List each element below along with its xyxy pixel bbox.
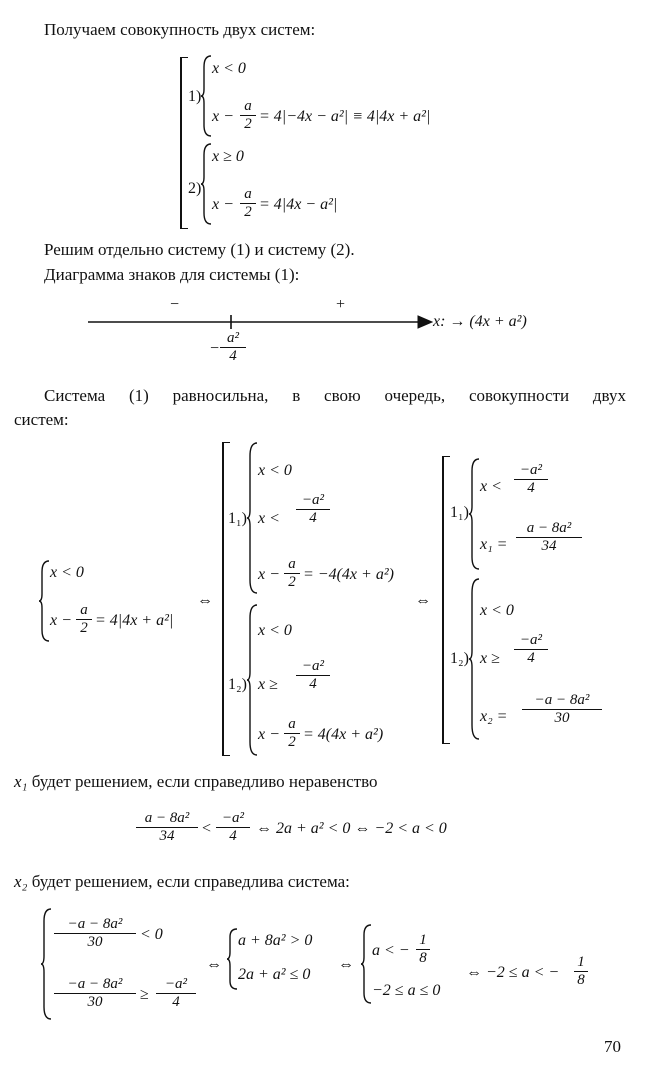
mid-row-4: x < 0 <box>258 622 292 639</box>
mid-label-2: 1₂) <box>228 676 247 693</box>
right-label-2: 1₂) <box>450 650 469 667</box>
right-brace-2 <box>468 578 480 740</box>
system-2-row-2b: = 4|4x − a²| <box>259 196 338 213</box>
iff-arrow-2: ⇔ <box>415 592 431 609</box>
x1-label: x₁ <box>14 772 28 791</box>
mid-row-6b: = 4(4x + a²) <box>303 726 384 743</box>
mid-label-1: 1₁) <box>228 510 247 527</box>
left-system-brace <box>38 560 50 642</box>
right-set-bracket <box>442 456 450 744</box>
number-axis <box>88 315 433 329</box>
sys2-c-row-1: a < − <box>372 942 410 959</box>
mid-brace-1 <box>246 442 258 594</box>
system-1-row-2b: = 4|−4x − a²| ≡ 4|4x + a²| <box>259 108 431 125</box>
sys2-b-row-2: 2a + a² ≤ 0 <box>238 966 311 983</box>
mid-brace-2 <box>246 604 258 756</box>
sys2-iff-2: ⇔ <box>338 956 354 973</box>
point-negative-sign: − <box>210 340 220 357</box>
x1-condition-text: x₁ будет решением, если справедливо нера… <box>14 772 378 792</box>
sys2-final: ⇔ −2 ≤ a < − <box>466 964 560 981</box>
system-equivalence-text-1: Система (1) равносильна, в свою очередь,… <box>44 386 626 405</box>
system-2-label: 2) <box>188 180 202 197</box>
sys2-r1-rest: < 0 <box>140 926 163 943</box>
system-2-brace <box>200 143 212 225</box>
sys2-brace-a <box>40 908 52 1020</box>
sys2-iff-1: ⇔ <box>206 956 222 973</box>
middle-set-bracket <box>222 442 230 756</box>
x2-condition: будет решением, если справедлива система… <box>27 872 350 891</box>
sys2-r2-ge: ≥ <box>140 986 149 1003</box>
sys2-c-row-2: −2 ≤ a ≤ 0 <box>372 982 441 999</box>
system-1-row-1: x < 0 <box>212 60 246 77</box>
right-row-5: x₂ = <box>480 708 508 725</box>
mid-row-6a: x − <box>258 726 280 743</box>
iff-arrow-1: ⇔ <box>197 592 213 609</box>
mid-row-2: x < <box>258 510 280 527</box>
system-1-row-2a: x − <box>212 108 234 125</box>
plus-sign: + <box>336 296 346 313</box>
page-number: 70 <box>604 1037 621 1056</box>
mid-row-5: x ≥ <box>258 676 278 693</box>
left-row-2b: = 4|4x + a²| <box>95 612 174 629</box>
x2-condition-text: x₂ будет решением, если справедлива сист… <box>14 872 350 892</box>
ineq1-rest: ⇔ 2a + a² < 0 ⇔ −2 < a < 0 <box>256 820 447 837</box>
minus-sign: − <box>170 296 180 313</box>
ineq1-lt: < <box>202 820 212 837</box>
system-1-brace <box>200 55 212 137</box>
right-row-1: x < <box>480 478 502 495</box>
right-row-2: x₁ = <box>480 536 508 553</box>
intro-text: Получаем совокупность двух систем: <box>44 20 316 39</box>
mid-row-3b: = −4(4x + a²) <box>303 566 394 583</box>
solve-text: Решим отдельно систему (1) и систему (2)… <box>44 240 355 259</box>
mid-row-3a: x − <box>258 566 280 583</box>
mid-row-1: x < 0 <box>258 462 292 479</box>
right-brace-1 <box>468 458 480 570</box>
system-1-label: 1) <box>188 88 202 105</box>
system-equivalence-text-2: систем: <box>14 410 69 429</box>
axis-label: x: → (4x + a²) <box>433 313 527 330</box>
x2-label: x₂ <box>14 872 28 891</box>
x1-condition: будет решением, если справедливо неравен… <box>27 772 378 791</box>
set-bracket <box>180 57 188 229</box>
diagram-caption: Диаграмма знаков для системы (1): <box>44 265 300 284</box>
system-2-row-2a: x − <box>212 196 234 213</box>
sys2-brace-c <box>360 924 372 1004</box>
right-row-3: x < 0 <box>480 602 514 619</box>
left-row-1: x < 0 <box>50 564 84 581</box>
system-2-row-1: x ≥ 0 <box>212 148 244 165</box>
right-row-4: x ≥ <box>480 650 500 667</box>
sys2-b-row-1: a + 8a² > 0 <box>238 932 313 949</box>
right-label-1: 1₁) <box>450 504 469 521</box>
sys2-brace-b <box>226 928 238 990</box>
left-row-2a: x − <box>50 612 72 629</box>
